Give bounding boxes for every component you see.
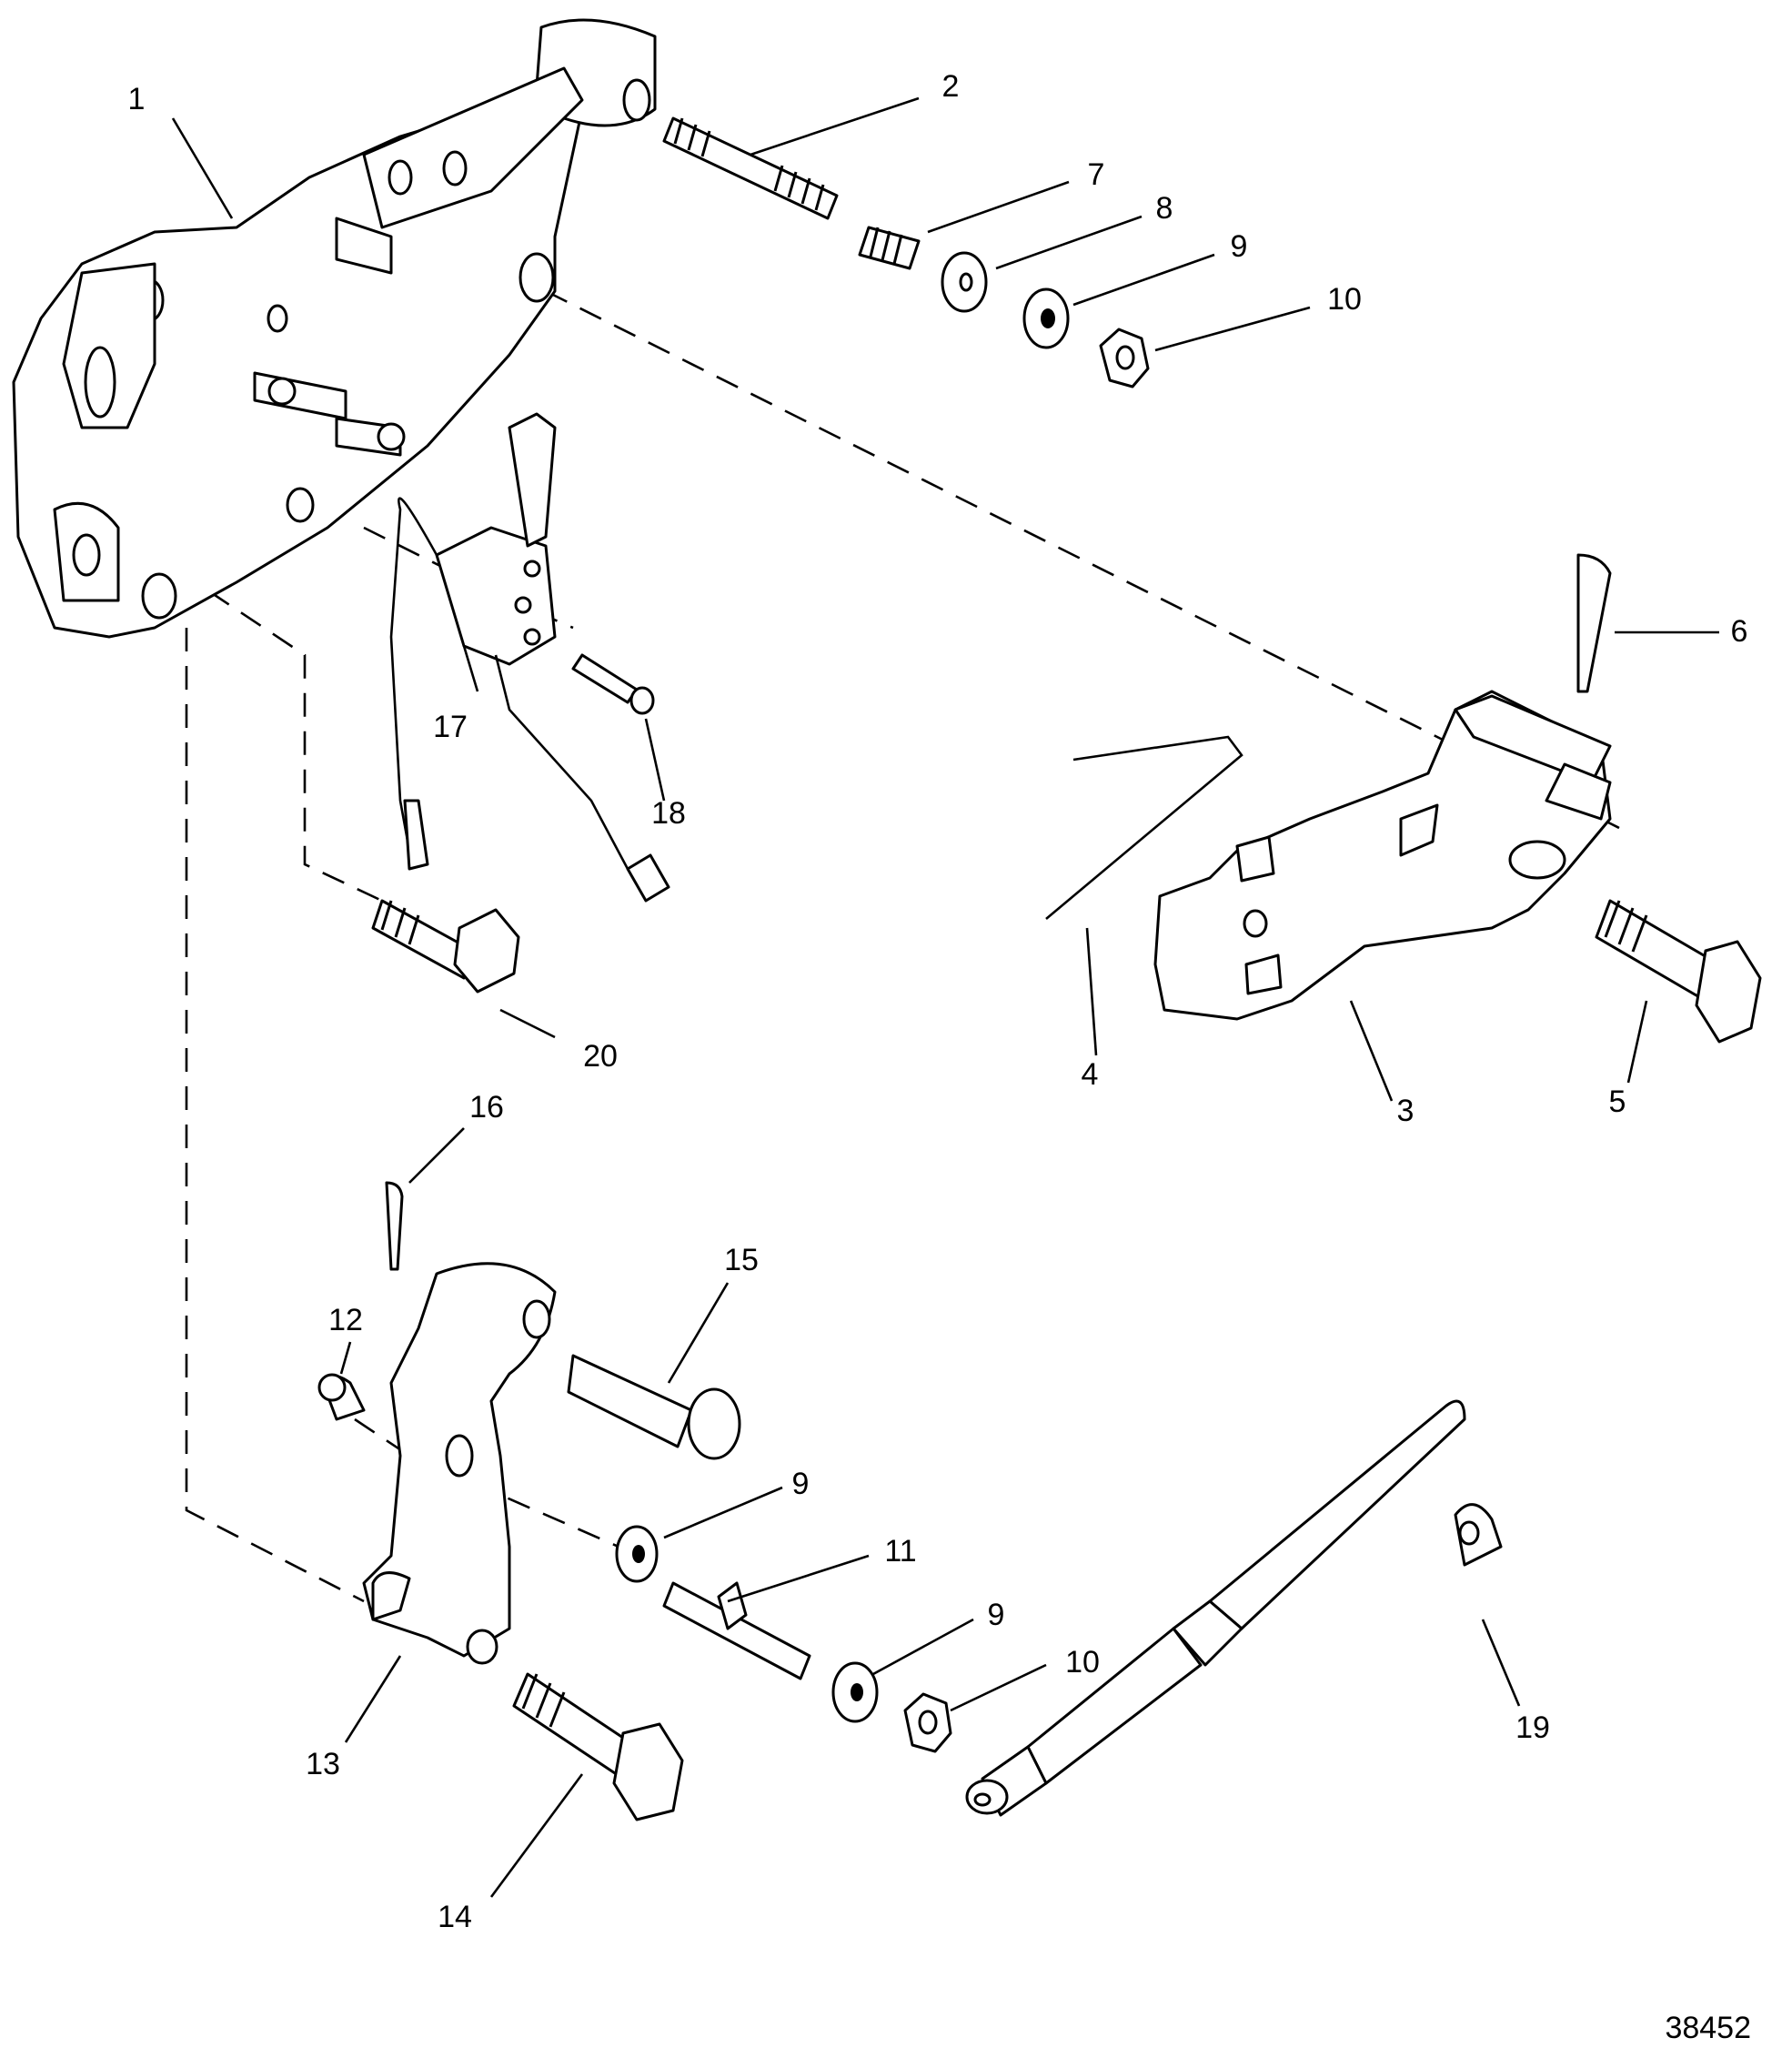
callout-18: 18 (651, 796, 686, 831)
callout-9b: 9 (792, 1467, 810, 1501)
part-2-stud (662, 116, 839, 220)
callout-19: 19 (1515, 1710, 1550, 1745)
callout-10b: 10 (1065, 1645, 1100, 1680)
part-13-lower-bracket (362, 1262, 557, 1665)
callout-2: 2 (942, 69, 960, 104)
callout-9c: 9 (988, 1598, 1005, 1632)
callout-4: 4 (1082, 1057, 1099, 1092)
callout-9a: 9 (1231, 229, 1248, 264)
part-17-switch-harness (389, 412, 670, 903)
callout-11: 11 (884, 1534, 916, 1569)
callout-5: 5 (1609, 1084, 1626, 1119)
part-16-cotter-pin (385, 1181, 404, 1271)
callout-14: 14 (438, 1900, 472, 1934)
part-4-spring-wire (1045, 735, 1243, 920)
leader-lines (171, 96, 1719, 1898)
part-3-swivel-lever (1153, 690, 1612, 1021)
part-10-nut-low (903, 1692, 952, 1753)
part-15-pin (567, 1354, 741, 1460)
part-1-mounting-bracket (12, 18, 657, 639)
callout-16: 16 (469, 1090, 504, 1125)
callout-13: 13 (306, 1747, 340, 1781)
callout-12: 12 (328, 1303, 363, 1337)
callout-17: 17 (433, 710, 468, 744)
part-9-washer-mid (615, 1525, 659, 1583)
callout-15: 15 (724, 1243, 759, 1277)
callout-8: 8 (1156, 191, 1173, 226)
part-8-washer (941, 251, 988, 313)
callout-6: 6 (1731, 614, 1748, 649)
part-9-washer-low (831, 1661, 879, 1723)
part-20-bolt (371, 899, 520, 994)
part-5-bolt (1595, 899, 1762, 1044)
figure-number: 38452 (1665, 2011, 1751, 2045)
part-14-bolt (512, 1672, 684, 1821)
part-6-cotter-pin (1576, 553, 1612, 693)
callout-7: 7 (1088, 157, 1105, 192)
part-10-nut-top (1099, 328, 1150, 388)
part-12-clip (317, 1373, 366, 1421)
part-18-screw (571, 653, 655, 715)
part-7-spring (858, 226, 921, 270)
part-11-stud (662, 1581, 811, 1680)
part-9-washer-top (1022, 288, 1070, 349)
callout-10a: 10 (1327, 282, 1362, 317)
callout-labels: 1 2 3 4 5 6 7 8 9 10 9 11 9 10 12 13 14 … (128, 69, 1748, 1934)
callout-3: 3 (1397, 1094, 1414, 1128)
callout-20: 20 (583, 1039, 618, 1074)
part-19-tie-rod (965, 1399, 1503, 1817)
callout-1: 1 (128, 82, 146, 116)
